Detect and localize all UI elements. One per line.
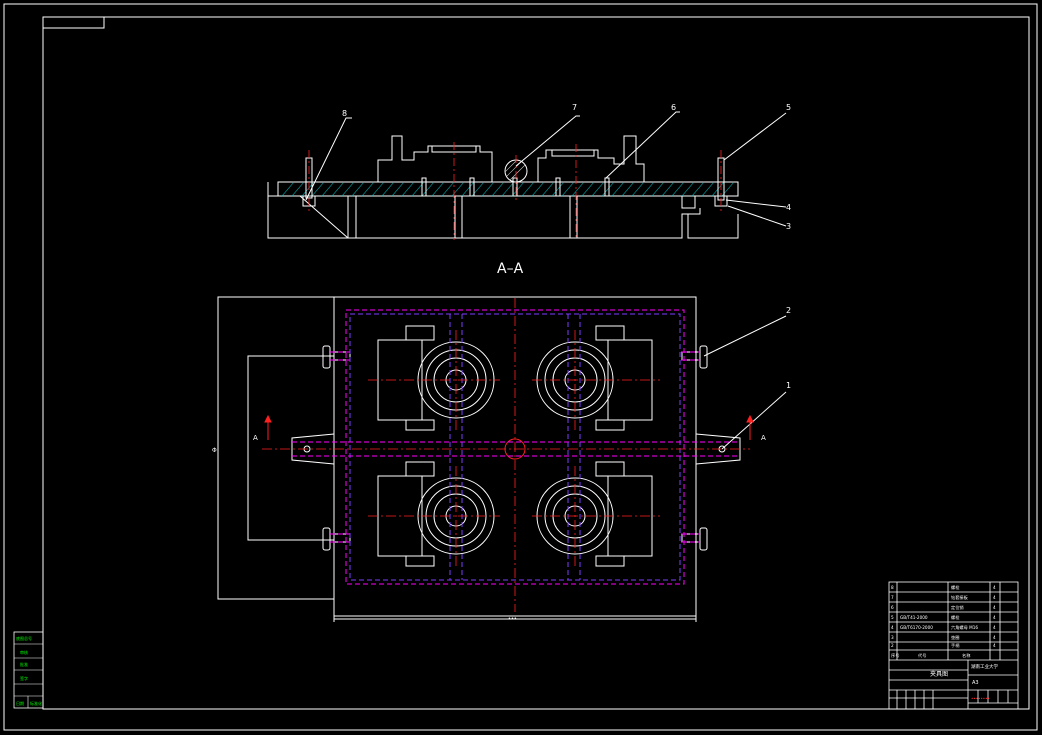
bom-row-no: 6: [891, 605, 894, 610]
unit-top-left: [377, 325, 495, 431]
stamp-text: 审核: [20, 649, 28, 655]
bom-row-name: 钻套接板: [951, 594, 969, 601]
part-number-1: 1: [786, 381, 791, 390]
part-number-5: 5: [786, 103, 791, 112]
bom-row-name: 手柄: [951, 642, 959, 649]
part-number-2: 2: [786, 306, 791, 315]
drawing-number: ••••••••: [971, 696, 990, 701]
bom-row-no: 7: [891, 595, 894, 600]
part-balloons: 1 2 3 4 5 6 7 8: [342, 103, 791, 390]
part-number-7: 7: [572, 103, 577, 112]
sheet-frame: [3, 3, 1038, 731]
part-number-3: 3: [786, 222, 791, 231]
part-number-8: 8: [342, 109, 347, 118]
bom-row-qty: 4: [993, 625, 996, 630]
bom-header-name: 名称: [962, 652, 970, 659]
bom-row-name: 垫圈: [951, 634, 959, 641]
bom-row-code: GB/T6170-2000: [900, 625, 933, 630]
revision-stamp: 底图总号 审核 批准 签字 日期 标准化: [13, 631, 44, 709]
title-block: [888, 581, 1019, 710]
part-number-4: 4: [786, 203, 791, 212]
bom-row-qty: 4: [993, 605, 996, 610]
bom-row-no: 8: [891, 585, 894, 590]
stamp-text: 标准化: [30, 700, 42, 706]
bom-row-no: 3: [891, 635, 894, 640]
stamp-text: 批准: [20, 661, 28, 667]
unit-bottom-left: [377, 461, 495, 567]
stamp-text: 底图总号: [16, 635, 32, 641]
side-dim-label: Φ: [212, 447, 217, 454]
bom-row-qty: 4: [993, 595, 996, 600]
bom-row-qty: 4: [993, 615, 996, 620]
section-arrows: [264, 414, 754, 440]
unit-top-right: [536, 325, 653, 431]
part-number-6: 6: [671, 103, 676, 112]
stamp-text: 日期: [16, 700, 24, 706]
bom-header-no: 序号: [891, 652, 899, 659]
section-view: [267, 111, 787, 240]
bom-row-qty: 4: [993, 585, 996, 590]
bom-row-name: 定位销: [951, 604, 964, 611]
section-mark-right: A: [761, 434, 766, 442]
bom-row-name: 螺栓: [951, 584, 960, 591]
bottom-dim-label: •••: [508, 616, 517, 622]
bom-row-no: 5: [891, 615, 894, 620]
drawing-title: 夹具图: [930, 670, 948, 678]
plan-view: [217, 296, 787, 622]
stamp-text: 签字: [20, 675, 28, 681]
bom-row-qty: 4: [993, 643, 996, 648]
bom-row-name: 螺栓: [951, 614, 960, 621]
bom-text: 8 螺栓 4 7 钻套接板 4 6 定位销 4 5 GB/T41-2000 螺栓…: [891, 584, 998, 701]
school-name: 湖南工业大学: [971, 663, 998, 670]
bom-row-code: GB/T41-2000: [900, 615, 928, 620]
bom-row-name: 六角螺母 M16: [951, 624, 978, 631]
bom-row-qty: 4: [993, 635, 996, 640]
section-mark-left: A: [253, 434, 258, 442]
bom-header-code: 代号: [918, 652, 926, 659]
hidden-lines: [292, 309, 738, 585]
sheet-size: A3: [972, 680, 979, 686]
unit-bottom-right: [536, 461, 653, 567]
section-label: A–A: [497, 261, 524, 277]
bom-row-no: 4: [891, 625, 894, 630]
centerlines: [262, 298, 750, 612]
bom-row-no: 2: [891, 643, 894, 648]
